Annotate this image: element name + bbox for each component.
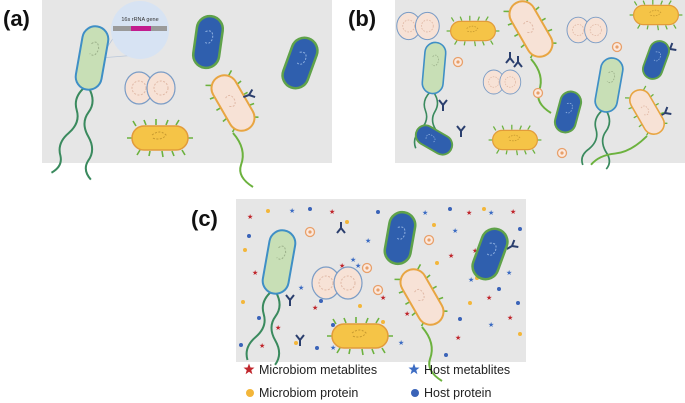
svg-text:★: ★ <box>510 208 516 216</box>
svg-text:★: ★ <box>466 209 472 217</box>
host-protein-dot-icon <box>411 389 419 397</box>
svg-text:★: ★ <box>355 262 361 270</box>
microbiom-protein-dot-icon <box>246 389 254 397</box>
svg-text:★: ★ <box>259 342 265 350</box>
svg-text:★: ★ <box>398 339 404 347</box>
svg-text:★: ★ <box>252 269 258 277</box>
pink-rod-bacterium <box>201 67 265 188</box>
gene-label: 16s rRNA gene <box>121 17 158 23</box>
svg-text:★: ★ <box>312 304 318 312</box>
svg-text:★: ★ <box>472 247 478 255</box>
host-metabolite-star-icon <box>408 363 420 375</box>
ring-marker <box>452 56 464 68</box>
svg-text:★: ★ <box>422 209 428 217</box>
panel-b-label: (b) <box>348 6 377 31</box>
svg-text:★: ★ <box>488 209 494 217</box>
legend-host-metablites: Host metablites <box>424 363 511 377</box>
svg-text:★: ★ <box>506 269 512 277</box>
panel-c: ★★★ ★★★ ★★★ ★★★ ★★★ ★★★ ★★★ ★★★ ★★★ ★★★ … <box>236 199 526 382</box>
gene-segment <box>131 26 151 31</box>
svg-text:★: ★ <box>488 321 494 329</box>
svg-text:★: ★ <box>468 276 474 284</box>
ring-marker <box>304 226 316 238</box>
legend-host-protein: Host protein <box>424 386 492 400</box>
ring-marker <box>532 87 544 99</box>
svg-text:★: ★ <box>329 208 335 216</box>
svg-text:★: ★ <box>448 252 454 260</box>
svg-text:★: ★ <box>330 344 336 352</box>
pink-rod-bacterium <box>590 83 673 166</box>
svg-text:★: ★ <box>298 284 304 292</box>
microbiom-metabolite-star-icon <box>243 363 255 375</box>
svg-text:★: ★ <box>380 294 386 302</box>
ring-marker <box>372 284 384 296</box>
ring-marker <box>556 147 568 159</box>
panel-a-label: (a) <box>3 6 30 31</box>
ring-marker <box>611 41 623 53</box>
ring-marker <box>361 262 373 274</box>
svg-text:★: ★ <box>486 294 492 302</box>
svg-text:★: ★ <box>452 227 458 235</box>
svg-text:★: ★ <box>507 314 513 322</box>
svg-text:★: ★ <box>275 324 281 332</box>
svg-text:★: ★ <box>365 237 371 245</box>
svg-text:★: ★ <box>350 256 356 264</box>
green-bacterium <box>581 55 626 170</box>
legend-microbiom-metablites: Microbiom metablites <box>259 363 378 377</box>
green-bacterium <box>245 227 299 366</box>
pink-rod-bacterium <box>390 261 454 382</box>
legend-microbiom-protein: Microbiom protein <box>259 386 359 400</box>
host-metabolites: ★★★ ★★★ ★★★ ★★★ ★ <box>289 207 512 352</box>
svg-text:★: ★ <box>247 213 253 221</box>
panel-b <box>395 0 685 170</box>
svg-text:★: ★ <box>339 262 345 270</box>
svg-text:★: ★ <box>289 207 295 215</box>
svg-text:★: ★ <box>404 310 410 318</box>
svg-text:★: ★ <box>455 334 461 342</box>
ring-marker <box>423 234 435 246</box>
panel-c-label: (c) <box>191 206 218 231</box>
green-bacterium <box>50 23 112 181</box>
panel-a: 16s rRNA gene <box>42 0 332 188</box>
